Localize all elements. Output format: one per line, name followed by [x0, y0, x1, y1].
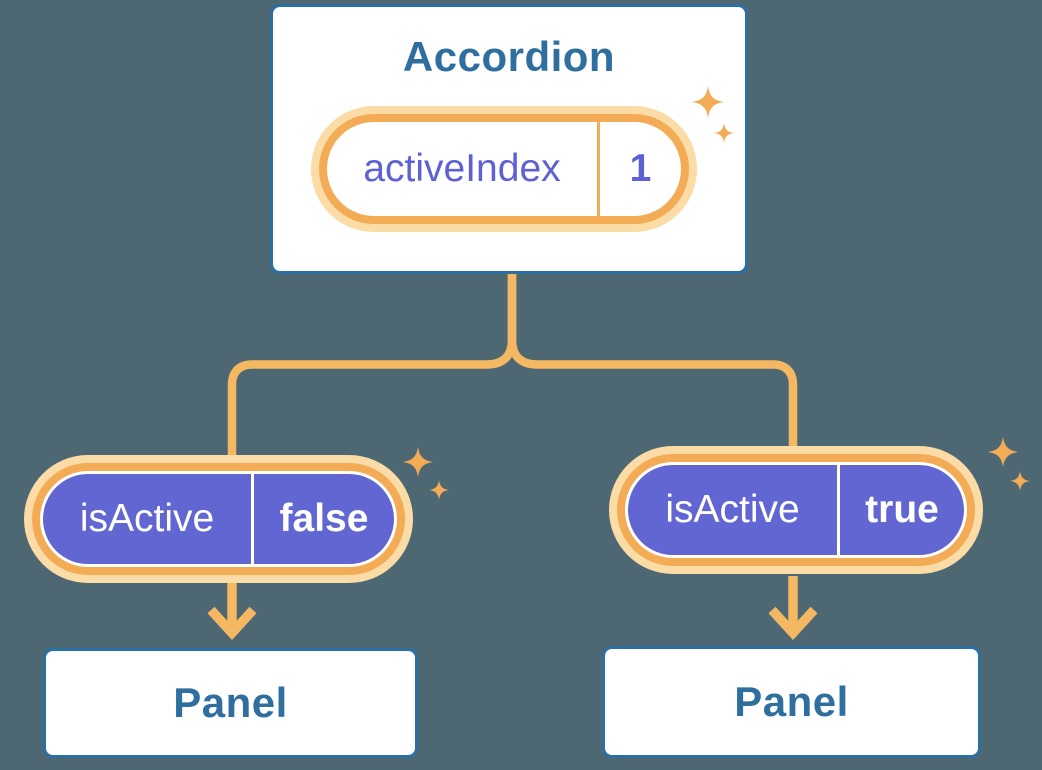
panel-node-right: Panel: [602, 646, 981, 758]
prop-pill-ring: isActive true: [617, 454, 975, 566]
sparkle-icon: [402, 446, 434, 478]
sparkle-icon: [692, 86, 724, 118]
state-pill-divider: [597, 122, 600, 216]
prop-pill-is-active-false: isActive false: [24, 455, 413, 583]
sparkle-icon: [429, 480, 449, 500]
state-pill-value: 1: [629, 147, 652, 190]
sparkle-icon: [987, 436, 1019, 468]
prop-pill-value: true: [865, 488, 939, 531]
panel-title: Panel: [734, 678, 849, 725]
prop-pill-divider: [251, 474, 254, 564]
prop-pill-value: false: [279, 497, 369, 540]
prop-pill-label: isActive: [665, 488, 800, 531]
sparkle-icon: [714, 123, 734, 143]
arrow-right-head: [768, 606, 818, 641]
arrow-left-head: [207, 606, 257, 641]
prop-pill-is-active-true: isActive true: [609, 446, 983, 574]
panel-title: Panel: [173, 679, 288, 726]
prop-pill-label: isActive: [79, 497, 215, 540]
prop-pill-divider: [837, 465, 840, 555]
accordion-title: Accordion: [402, 33, 616, 80]
panel-node-left: Panel: [43, 648, 418, 758]
state-pill-active-index: activeIndex 1: [311, 106, 697, 232]
sparkle-icon: [1010, 471, 1030, 491]
state-pill-ring: activeIndex 1: [319, 114, 689, 224]
state-pill-label: activeIndex: [363, 147, 561, 190]
prop-pill-ring: isActive false: [32, 463, 405, 575]
branch-right-connector: [507, 272, 798, 540]
